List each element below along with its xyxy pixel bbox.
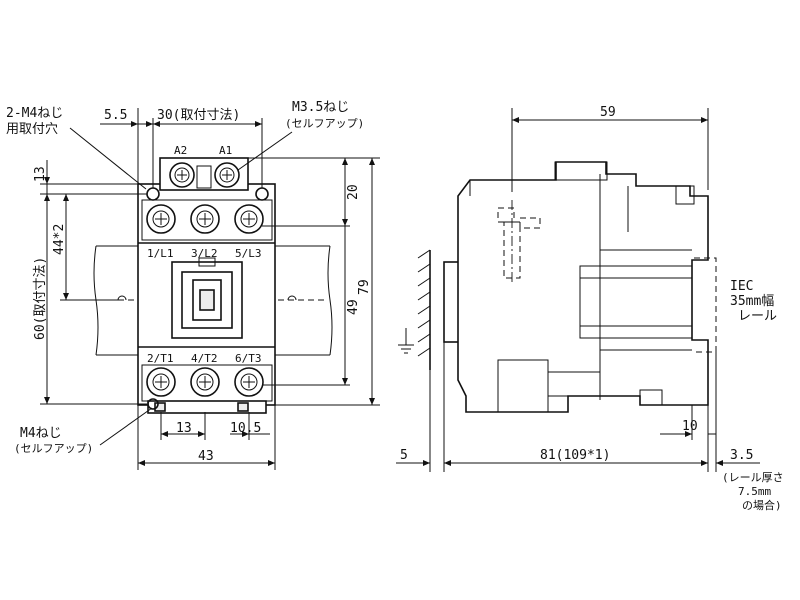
coil-screw-a1-icon bbox=[214, 162, 240, 188]
terminal-l2-label: 3/L2 bbox=[191, 247, 218, 260]
dim-pitch-13: 13 bbox=[176, 421, 192, 436]
note-rail-1: (レール厚さ bbox=[722, 471, 784, 484]
mount-hole-bottom-icon bbox=[147, 398, 159, 410]
note-rail-3: の場合) bbox=[742, 498, 782, 512]
note-rail-2: 7.5mm bbox=[738, 485, 771, 498]
side-body bbox=[457, 161, 709, 413]
dim-center-height: 49 bbox=[346, 299, 361, 315]
line-terminals bbox=[141, 199, 273, 241]
front-view: A2 A1 1/L1 3/L2 5/L3 2/T1 4/T2 bbox=[6, 100, 380, 470]
note-mount-screw-2: 用取付穴 bbox=[6, 122, 58, 137]
terminal-t2-label: 4/T2 bbox=[191, 352, 218, 365]
coil-screw-a2-icon bbox=[169, 162, 195, 188]
terminal-a2-label: A2 bbox=[174, 144, 187, 157]
load-terminals bbox=[141, 364, 273, 402]
note-iec-3: レール bbox=[738, 309, 777, 324]
terminal-l3-label: 5/L3 bbox=[235, 247, 262, 260]
dim-depth-top: 59 bbox=[600, 105, 616, 120]
note-coil-screw-1: M3.5ねじ bbox=[292, 100, 349, 115]
terminal-t1-label: 2/T1 bbox=[147, 352, 174, 365]
note-main-screw-1: M4ねじ bbox=[20, 426, 62, 441]
note-coil-screw-2: (セルフアップ) bbox=[285, 117, 364, 130]
dim-terminal-height: 20 bbox=[346, 184, 361, 200]
coil-terminal-block bbox=[159, 157, 249, 191]
terminal-l1-label: 1/L1 bbox=[147, 247, 174, 260]
dim-hole-pitch: 44*2 bbox=[52, 224, 67, 255]
note-iec-1: IEC bbox=[730, 279, 753, 294]
iec-rail-hidden bbox=[694, 257, 717, 353]
dim-top-height: 13 bbox=[33, 166, 48, 182]
dim-width: 43 bbox=[198, 449, 214, 464]
dim-depth: 81(109*1) bbox=[540, 448, 610, 463]
note-mount-screw-1: 2-M4ねじ bbox=[6, 106, 63, 121]
armature-window bbox=[171, 257, 243, 339]
dim-gap-left: 5 bbox=[400, 448, 408, 463]
dim-top-offset: 5.5 bbox=[104, 108, 127, 123]
note-iec-2: 35mm幅 bbox=[730, 294, 774, 309]
dim-total-height: 79 bbox=[357, 279, 372, 295]
dimension-arrows bbox=[44, 117, 723, 466]
dim-pitch-10-5: 10.5 bbox=[230, 421, 261, 436]
dim-rail-offset: 10 bbox=[682, 419, 698, 434]
dim-mount-height: 60(取付寸法) bbox=[33, 257, 48, 340]
note-main-screw-2: (セルフアップ) bbox=[14, 442, 93, 455]
terminal-a1-label: A1 bbox=[219, 144, 232, 157]
terminal-t3-label: 6/T3 bbox=[235, 352, 262, 365]
dim-mount-pitch: 30(取付寸法) bbox=[157, 108, 240, 123]
side-view: 59 5 81(109*1) 10 3.5 IEC 35mm幅 レール (レール… bbox=[396, 105, 784, 512]
dim-rail-thickness: 3.5 bbox=[730, 448, 753, 463]
mounting-surface bbox=[398, 249, 431, 370]
side-dimensions bbox=[396, 108, 760, 472]
coil-screw-hidden bbox=[497, 200, 541, 282]
